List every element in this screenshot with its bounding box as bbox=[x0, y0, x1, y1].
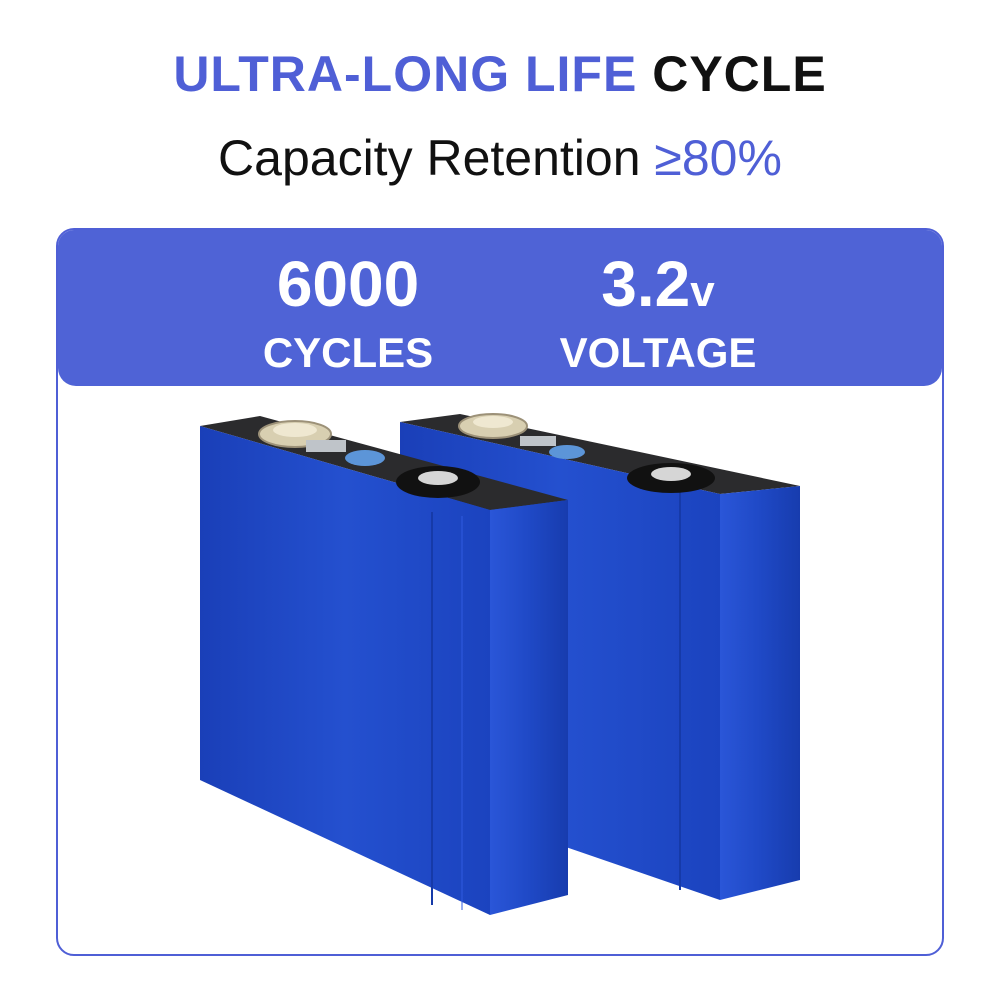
stat-cycles-value: 6000 bbox=[276, 248, 420, 320]
stat-voltage: 3.2v VOLTAGE bbox=[538, 248, 778, 378]
spec-band: 6000 CYCLES 3.2v VOLTAGE bbox=[58, 230, 942, 386]
stat-voltage-label: VOLTAGE bbox=[559, 329, 757, 376]
headline: ULTRA-LONG LIFE CYCLE bbox=[0, 44, 1000, 104]
stat-voltage-value: 3.2v bbox=[601, 248, 715, 320]
headline-accent: ULTRA-LONG LIFE bbox=[173, 46, 638, 102]
subheadline-text: Capacity Retention bbox=[218, 130, 641, 186]
subheadline: Capacity Retention ≥80% bbox=[0, 128, 1000, 188]
stat-cycles-label: CYCLES bbox=[262, 329, 434, 376]
headline-dark: CYCLE bbox=[652, 46, 827, 102]
stat-cycles: 6000 CYCLES bbox=[248, 248, 448, 378]
subheadline-value: ≥80% bbox=[654, 130, 782, 186]
battery-cell-front bbox=[200, 416, 568, 915]
